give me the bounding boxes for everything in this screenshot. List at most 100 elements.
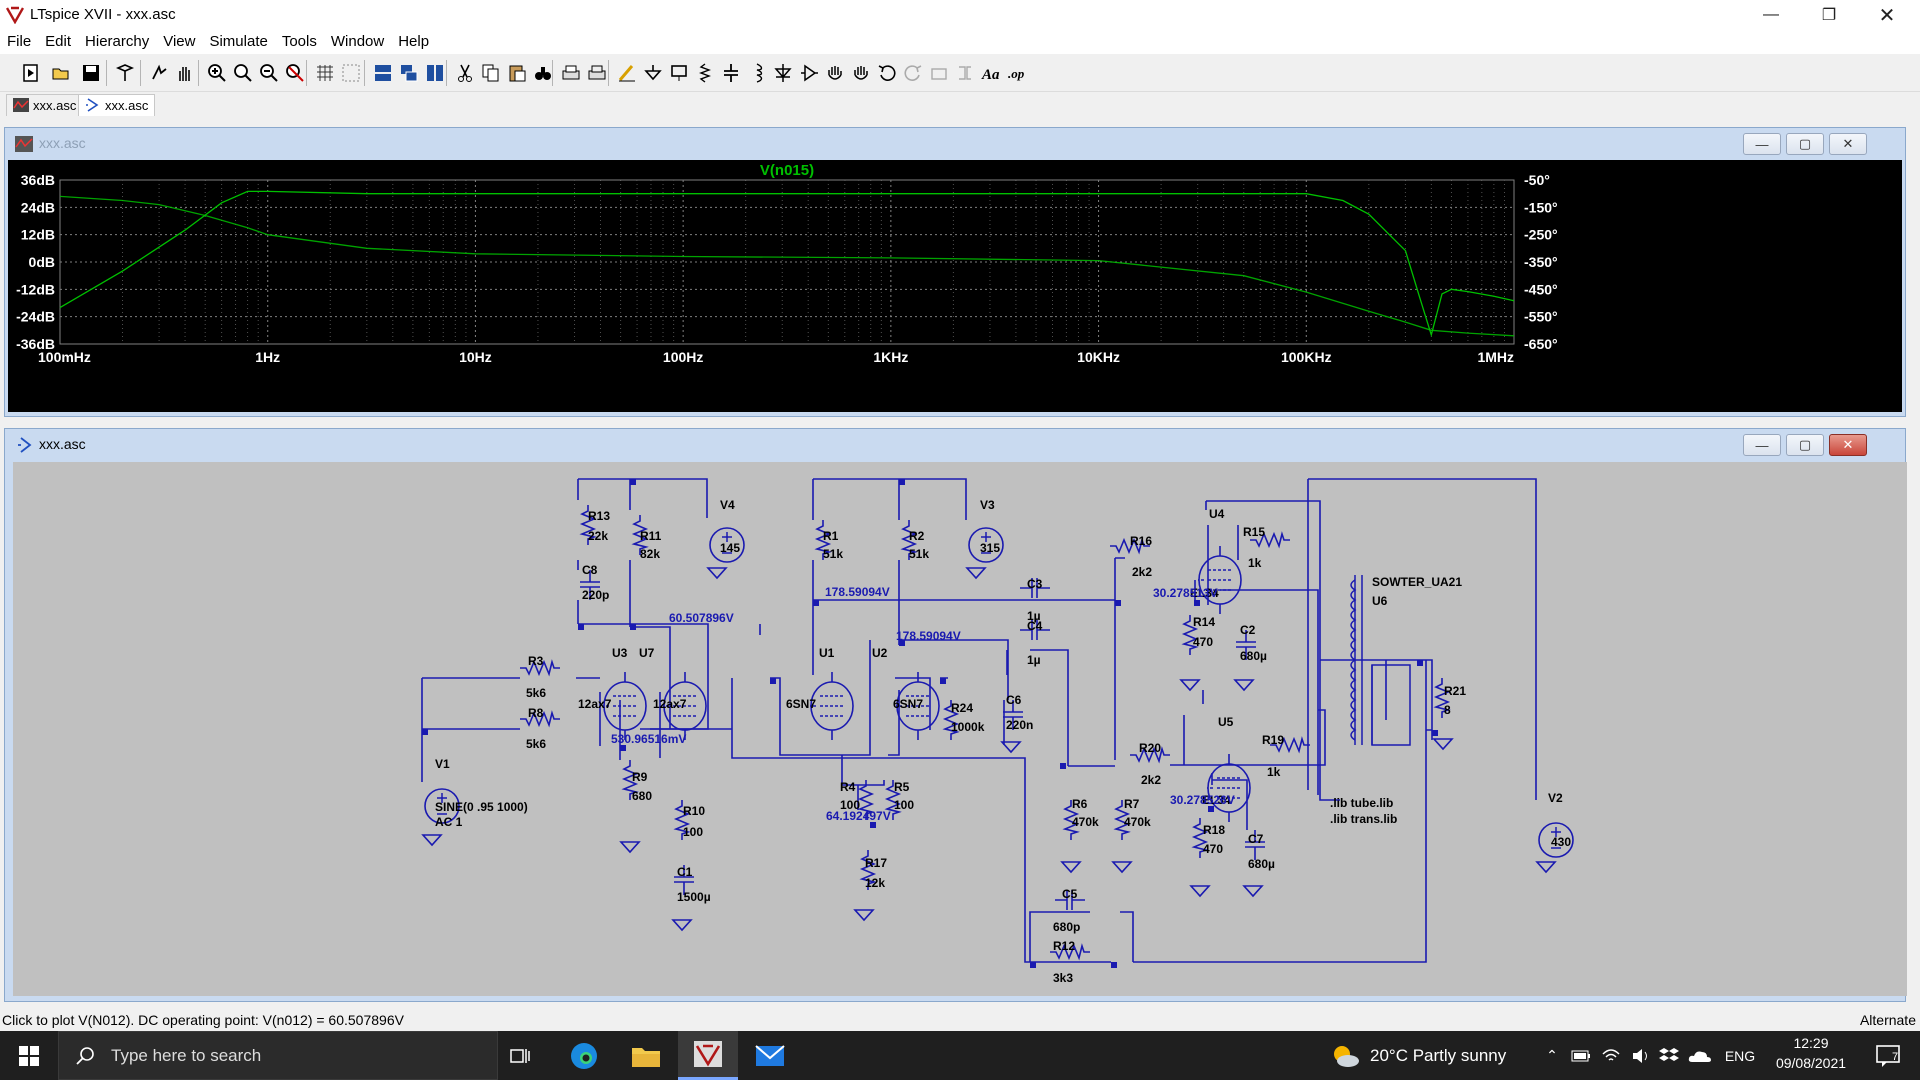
onedrive-icon[interactable] [1686,1031,1714,1080]
y-right-tick-label: -150° [1524,199,1558,215]
component-icon[interactable] [796,60,822,86]
tab-schematic[interactable]: xxx.asc [78,94,156,116]
r3-label: R3 [528,654,544,668]
u5-type: EL34 [1202,793,1231,807]
cascade-icon[interactable] [396,60,422,86]
clock[interactable]: 12:29 09/08/2021 [1766,1035,1856,1071]
u1-tube[interactable] [809,671,854,741]
tile-horizontal-icon[interactable] [370,60,396,86]
tab-waveform[interactable]: xxx.asc [6,94,84,116]
capacitor-icon[interactable] [718,60,744,86]
lib-directive-tube[interactable]: .lib tube.lib [1330,796,1393,810]
search-box[interactable]: Type here to search [58,1031,498,1080]
paste-icon[interactable] [504,60,530,86]
schematic-canvas[interactable]: R13 22k R11 82k V4 145 C8 220p R3 5k6 R8… [13,462,1907,996]
menu-tools[interactable]: Tools [281,33,317,50]
phase-trace [59,195,1515,337]
minimize-button[interactable]: — [1763,6,1779,23]
menu-file[interactable]: File [7,33,32,50]
draw-wire-icon[interactable] [614,60,640,86]
print-icon[interactable] [558,60,584,86]
c8-label: C8 [582,563,598,577]
zoom-out-icon[interactable] [256,60,282,86]
x-tick-label: 100mHz [38,349,91,365]
lib-directive-trans[interactable]: .lib trans.lib [1330,812,1397,826]
menu-view[interactable]: View [163,33,196,50]
wifi-icon[interactable] [1598,1031,1624,1080]
windows-icon [19,1045,39,1066]
text-icon[interactable]: Aa [978,60,1004,86]
show-hidden-icons-icon[interactable]: ⌃ [1546,1047,1558,1063]
document-tab-bar: xxx.asc xxx.asc [0,92,1920,116]
language-indicator[interactable]: ENG [1724,1047,1756,1064]
dropbox-icon[interactable] [1656,1031,1682,1080]
bode-chart[interactable]: 36dB24dB12dB0dB-12dB-24dB-36dB-50°-150°-… [8,160,1902,412]
weather-widget[interactable]: 20°C Partly sunny [1330,1031,1506,1080]
title-bar: LTspice XVII - xxx.asc — ❐ ✕ [0,0,1920,30]
u2-type: 6SN7 [893,697,923,711]
y-left-tick-label: -12dB [16,281,55,297]
u5-label: U5 [1218,715,1234,729]
schematic-close-button[interactable]: ✕ [1829,434,1867,456]
save-icon[interactable] [78,60,104,86]
tile-vertical-icon[interactable] [422,60,448,86]
pan-hand-icon[interactable] [172,60,198,86]
zoom-in-icon[interactable] [204,60,230,86]
partly-sunny-icon [1334,1045,1359,1067]
menu-hierarchy[interactable]: Hierarchy [85,33,150,50]
inductor-icon[interactable] [744,60,770,86]
r2-value: 51k [909,547,929,561]
zoom-fit-icon[interactable] [230,60,256,86]
schematic-minimize-button[interactable]: — [1743,434,1781,456]
plot-maximize-button[interactable]: ▢ [1786,133,1824,155]
notifications-icon[interactable]: 7 [1864,1031,1914,1080]
menu-window[interactable]: Window [330,33,385,50]
menu-help[interactable]: Help [398,33,430,50]
menu-edit[interactable]: Edit [45,33,72,50]
plot-close-button[interactable]: ✕ [1829,133,1867,155]
control-panel-icon[interactable] [112,60,138,86]
file-explorer-icon[interactable] [620,1031,672,1080]
mail-icon[interactable] [744,1031,796,1080]
ltspice-taskbar-icon[interactable] [678,1031,738,1080]
open-folder-icon[interactable] [48,60,74,86]
find-icon[interactable] [530,60,556,86]
schematic-drawing[interactable]: R13 22k R11 82k V4 145 C8 220p R3 5k6 R8… [13,462,1907,996]
schematic-maximize-button[interactable]: ▢ [1786,434,1824,456]
menu-simulate[interactable]: Simulate [209,33,268,50]
autorange-icon[interactable] [312,60,338,86]
rotate-icon[interactable] [926,60,952,86]
battery-icon[interactable] [1568,1031,1594,1080]
undo-icon[interactable] [874,60,900,86]
close-button[interactable]: ✕ [1878,4,1896,27]
restore-button[interactable]: ❐ [1821,7,1837,24]
grid-icon[interactable] [338,60,364,86]
mirror-icon[interactable] [952,60,978,86]
plot-window-title: xxx.asc [39,135,86,151]
plot-minimize-button[interactable]: — [1743,133,1781,155]
diode-icon[interactable] [770,60,796,86]
print-setup-icon[interactable] [584,60,610,86]
zoom-cancel-icon[interactable] [282,60,308,86]
edge-browser-icon[interactable] [558,1031,610,1080]
u6-transformer[interactable] [1350,575,1411,746]
new-schematic-icon[interactable] [18,60,44,86]
r14-value: 470 [1193,635,1213,649]
resistor-icon[interactable] [692,60,718,86]
task-view-icon[interactable] [500,1031,540,1080]
drag-hand-icon[interactable] [848,60,874,86]
u4-tube[interactable] [1197,545,1242,615]
schematic-icon [18,437,32,453]
ground-icon[interactable] [640,60,666,86]
ltspice-logo-icon [6,6,24,24]
cut-icon[interactable] [452,60,478,86]
move-hand-icon[interactable] [822,60,848,86]
spice-directive-icon[interactable]: .op [1004,60,1030,86]
label-net-icon[interactable] [666,60,692,86]
redo-icon[interactable] [900,60,926,86]
run-icon[interactable] [146,60,172,86]
volume-icon[interactable] [1628,1031,1654,1080]
start-button[interactable] [0,1031,58,1080]
copy-icon[interactable] [478,60,504,86]
